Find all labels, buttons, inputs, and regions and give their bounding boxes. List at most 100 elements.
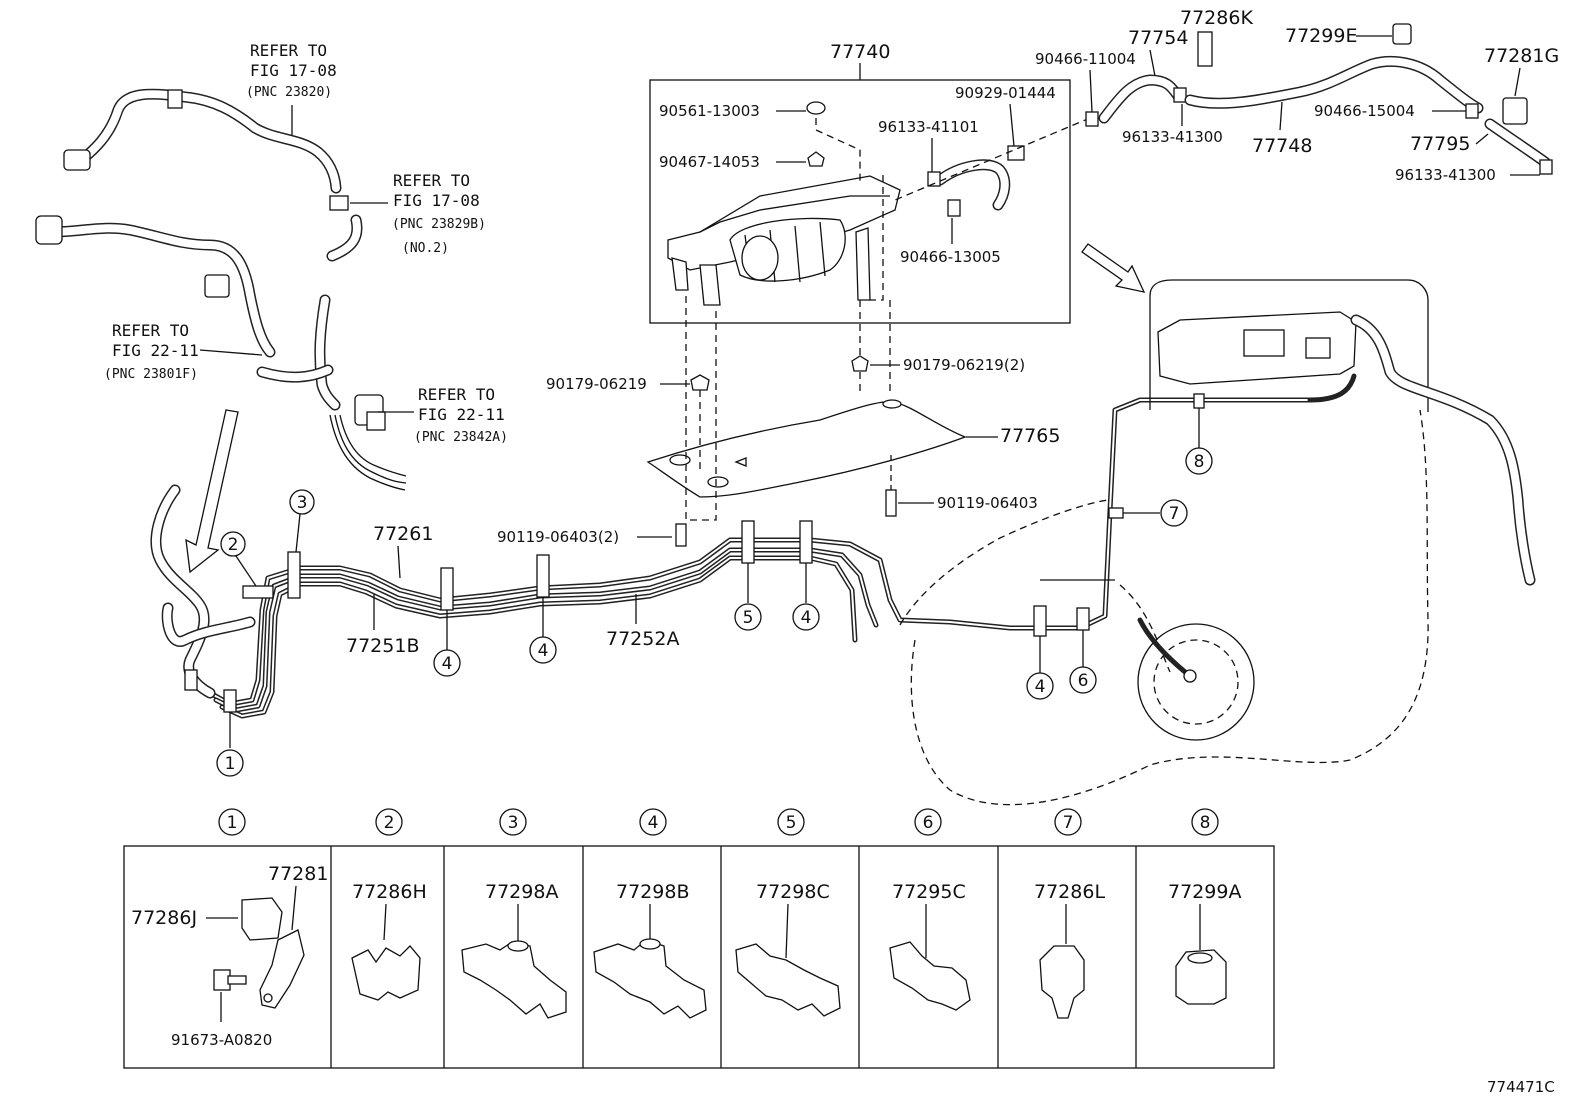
refer-1-line1: REFER TO bbox=[250, 41, 327, 60]
refer-4: REFER TO FIG 22-11 (PNC 23842A) bbox=[414, 385, 508, 445]
legend-3-label: 77298A bbox=[485, 881, 558, 903]
legend-header-2: 2 bbox=[384, 813, 395, 833]
legend-5-label: 77298C bbox=[756, 881, 830, 903]
clip-77299E-icon bbox=[1392, 23, 1412, 45]
clamp bbox=[1539, 159, 1553, 175]
clamp bbox=[1465, 103, 1479, 119]
legend-1-label-91673-A0820: 91673-A0820 bbox=[171, 1031, 272, 1049]
hole bbox=[707, 476, 729, 488]
refer-2-line2: FIG 17-08 bbox=[393, 191, 480, 210]
label-96133-41300-b: 96133-41300 bbox=[1395, 166, 1496, 184]
label-90466-15004: 90466-15004 bbox=[1314, 102, 1415, 120]
label-77765: 77765 bbox=[1000, 425, 1060, 447]
callout-4a: 4 bbox=[442, 654, 453, 674]
refer-2-pnc: (PNC 23829B) bbox=[392, 217, 486, 232]
callout-7: 7 bbox=[1169, 504, 1180, 524]
clamp bbox=[927, 171, 941, 187]
bolt-icon bbox=[885, 489, 897, 517]
connector bbox=[366, 411, 386, 431]
nut bbox=[690, 374, 710, 391]
callout-4b: 4 bbox=[538, 641, 549, 661]
callout-4d: 4 bbox=[1035, 677, 1046, 697]
legend-1-label-77286J: 77286J bbox=[131, 907, 197, 929]
refer-4-pnc: (PNC 23842A) bbox=[414, 430, 508, 445]
label-90179-06219: 90179-06219 bbox=[546, 375, 647, 393]
legend-4-label: 77298B bbox=[616, 881, 689, 903]
callout-5: 5 bbox=[743, 608, 754, 628]
legend-header-4: 4 bbox=[648, 813, 659, 833]
refer-1-line2: FIG 17-08 bbox=[250, 61, 337, 80]
callout-6: 6 bbox=[1078, 671, 1089, 691]
tube-clip bbox=[440, 567, 454, 611]
clip-77298A-icon bbox=[461, 941, 567, 1019]
tube-clip bbox=[1193, 393, 1205, 409]
canister-assembly bbox=[667, 145, 1025, 306]
callout-1: 1 bbox=[225, 754, 236, 774]
tube-clip bbox=[287, 551, 301, 599]
nut bbox=[807, 151, 825, 167]
label-77299E: 77299E bbox=[1285, 25, 1357, 47]
hole bbox=[882, 399, 902, 409]
valve bbox=[1007, 145, 1025, 161]
connector bbox=[204, 274, 230, 298]
tube-clip bbox=[741, 520, 755, 564]
clip-77298B-icon bbox=[593, 939, 707, 1019]
clip-77286L-icon bbox=[1039, 945, 1085, 1019]
legend-table: 1 2 3 4 5 6 7 8 77281 77286J 91673-A0820… bbox=[123, 808, 1275, 1069]
tube-clip bbox=[799, 520, 813, 564]
protector-plate bbox=[646, 401, 967, 498]
label-77748: 77748 bbox=[1252, 135, 1312, 157]
tube-clip bbox=[184, 669, 198, 691]
callouts: 1 2 3 4 4 5 4 4 6 7 8 bbox=[216, 408, 1213, 777]
fuel-tube-assembly bbox=[150, 243, 1536, 806]
figure-code: 774471C bbox=[1487, 1078, 1555, 1096]
label-77261: 77261 bbox=[373, 523, 433, 545]
connector bbox=[63, 149, 91, 171]
refer-3-line1: REFER TO bbox=[112, 321, 189, 340]
tube-clip bbox=[1076, 607, 1090, 631]
clip-77295C-icon bbox=[889, 941, 971, 1011]
refer-3-line2: FIG 22-11 bbox=[112, 341, 199, 360]
refer-3-pnc: (PNC 23801F) bbox=[104, 367, 198, 382]
legend-header-5: 5 bbox=[786, 813, 797, 833]
label-90466-11004: 90466-11004 bbox=[1035, 50, 1136, 68]
clamp bbox=[1085, 111, 1099, 127]
callout-4c: 4 bbox=[801, 608, 812, 628]
label-90179-06219-2: 90179-06219(2) bbox=[903, 356, 1025, 374]
label-96133-41300-a: 96133-41300 bbox=[1122, 128, 1223, 146]
callout-8: 8 bbox=[1194, 452, 1205, 472]
callout-3: 3 bbox=[297, 493, 308, 513]
label-90119-06403-2: 90119-06403(2) bbox=[497, 528, 619, 546]
label-90929-01444: 90929-01444 bbox=[955, 84, 1056, 102]
label-77281G: 77281G bbox=[1484, 45, 1559, 67]
label-90467-14053: 90467-14053 bbox=[659, 153, 760, 171]
label-77251B: 77251B bbox=[346, 635, 419, 657]
label-77754: 77754 bbox=[1128, 27, 1188, 49]
clip-77286K-icon bbox=[1197, 31, 1213, 67]
legend-6-label: 77295C bbox=[892, 881, 966, 903]
tube-clip bbox=[1033, 605, 1047, 637]
legend-header-3: 3 bbox=[508, 813, 519, 833]
nut bbox=[851, 355, 869, 372]
label-90119-06403: 90119-06403 bbox=[937, 494, 1038, 512]
connector bbox=[35, 215, 63, 245]
refer-1: REFER TO FIG 17-08 (PNC 23820) bbox=[246, 41, 337, 100]
legend-2-label: 77286H bbox=[352, 881, 427, 903]
grommet bbox=[806, 101, 826, 115]
legend-header-8: 8 bbox=[1200, 813, 1211, 833]
refer-4-line1: REFER TO bbox=[418, 385, 495, 404]
hose-clamp bbox=[167, 89, 183, 109]
label-90466-13005: 90466-13005 bbox=[900, 248, 1001, 266]
direction-arrow-icon bbox=[1081, 243, 1146, 293]
legend-8-label: 77299A bbox=[1168, 881, 1241, 903]
label-77740: 77740 bbox=[830, 41, 890, 63]
legend-7-label: 77286L bbox=[1034, 881, 1105, 903]
label-77795: 77795 bbox=[1410, 133, 1470, 155]
refer-3: REFER TO FIG 22-11 (PNC 23801F) bbox=[104, 321, 199, 382]
legend-header-7: 7 bbox=[1063, 813, 1074, 833]
legend-header-6: 6 bbox=[923, 813, 934, 833]
fuel-pump-opening bbox=[1137, 623, 1255, 741]
legend-1-label-77281: 77281 bbox=[268, 863, 328, 885]
refer-1-pnc: (PNC 23820) bbox=[246, 85, 332, 100]
